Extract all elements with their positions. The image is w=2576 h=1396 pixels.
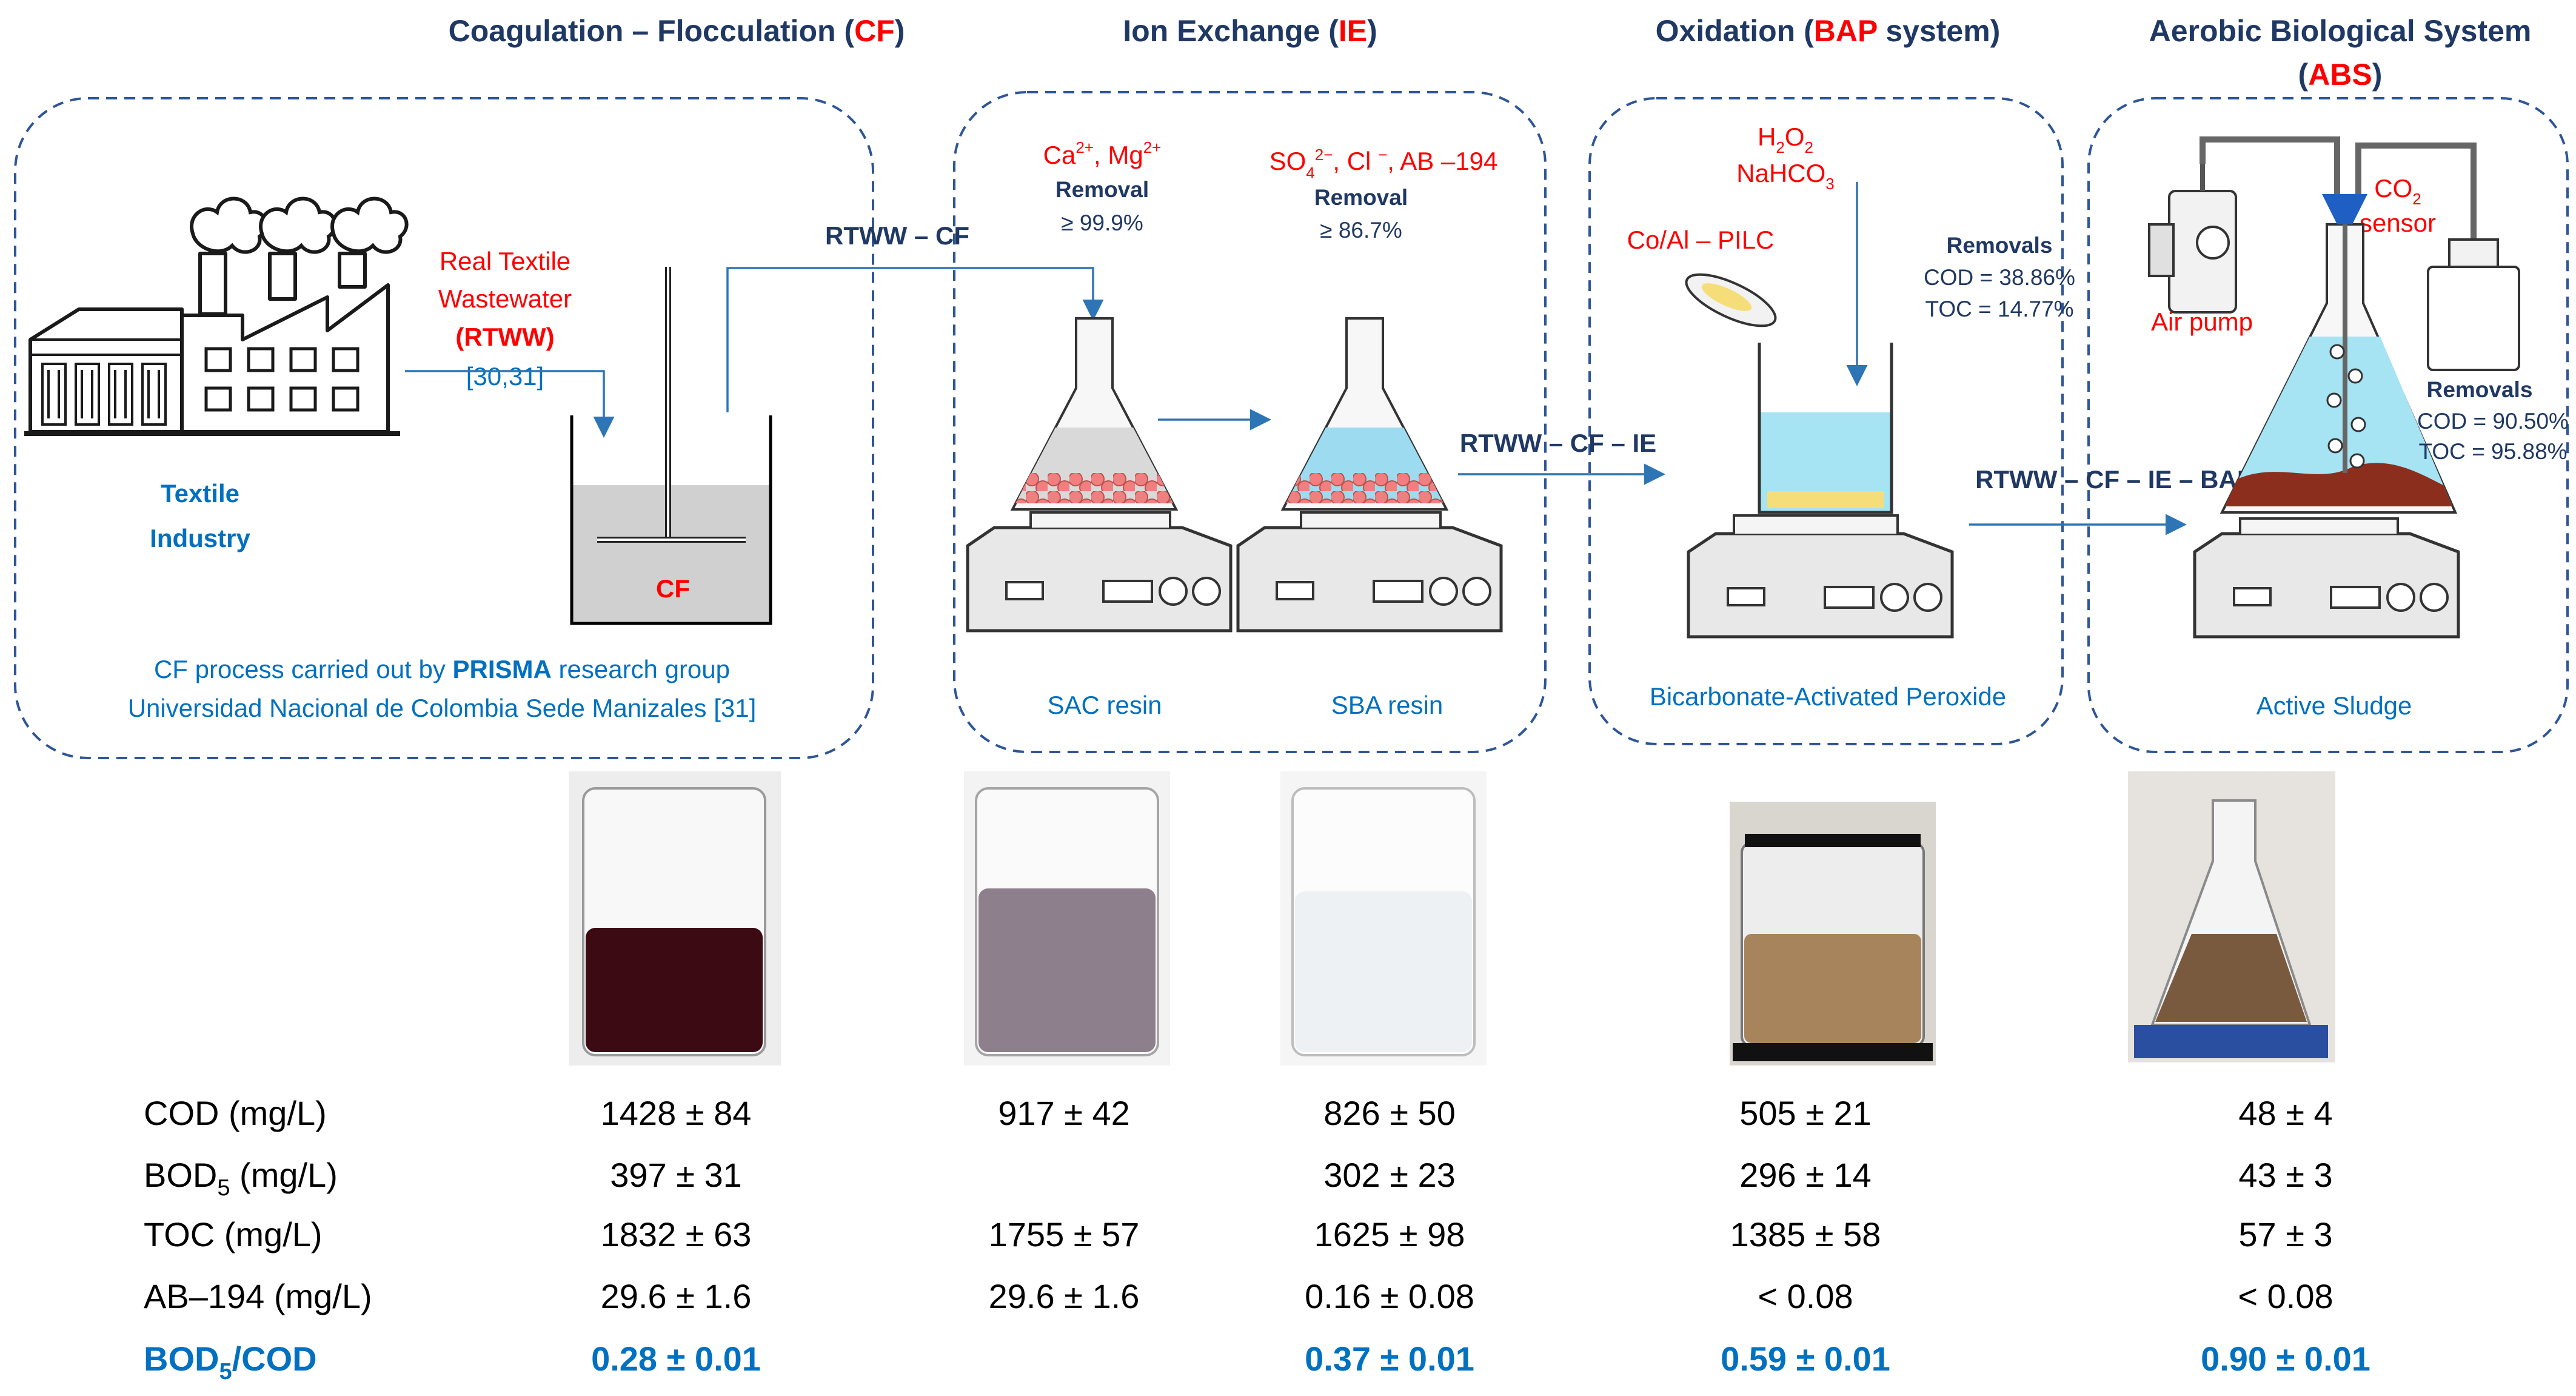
cell-sba-bod5-cod: 0.37 ± 0.01 [1305,1340,1474,1378]
factory-icon [24,196,409,436]
cell-cf-toc: 1832 ± 63 [601,1215,752,1253]
cf-note-line1: CF process carried out by PRISMA researc… [154,655,730,683]
cell-bap-cod: 505 ± 21 [1739,1094,1872,1132]
ie-ions-right: SO42−, Cl −, AB –194 [1270,146,1498,182]
sac-resin-label: SAC resin [1047,691,1162,719]
cf-tank [570,267,772,625]
cell-sac-toc: 1755 ± 57 [989,1215,1140,1253]
stream-label-rtww-cf: RTWW – CF [825,221,969,250]
bap-reagent-nahco3: NaHCO3 [1736,159,1835,193]
cell-abs-cod: 48 ± 4 [2238,1094,2332,1132]
title-abs-line1: Aerobic Biological System [2149,14,2532,48]
bap-removal-cod: COD = 38.86% [1924,265,2075,290]
ie-removal-right-label: Removal [1314,185,1408,210]
bap-reagent-h2o2: H2O2 [1758,122,1813,156]
bap-reactor-stirrer [1687,343,1954,639]
bap-caption: Bicarbonate-Activated Peroxide [1650,682,2006,711]
cell-sba-cod: 826 ± 50 [1323,1094,1456,1132]
bap-catalyst-label: Co/Al – PILC [1627,226,1775,254]
photo-cf-sample [569,771,781,1065]
cell-abs-bod5-cod: 0.90 ± 0.01 [2201,1340,2370,1378]
abs-removal-toc: TOC = 95.88% [2418,439,2567,464]
cell-abs-ab194: < 0.08 [2238,1277,2333,1315]
abs-removals-label: Removals [2427,377,2533,402]
ie-removal-right-value: ≥ 86.7% [1320,218,1402,243]
title-bap: Oxidation (BAP system) [1656,14,2001,48]
rtww-label-line3: (RTWW) [455,323,554,351]
title-ie: Ion Exchange (IE) [1123,14,1377,48]
cell-bap-bod5: 296 ± 14 [1739,1156,1872,1194]
row-label-ab194: AB–194 (mg/L) [144,1277,372,1315]
bap-box [1588,97,2064,745]
cell-sba-bod5: 302 ± 23 [1323,1156,1456,1194]
abs-caption: Active Sludge [2257,691,2412,720]
air-tube [2200,136,2340,194]
cell-bap-bod5-cod: 0.59 ± 0.01 [1721,1340,1890,1378]
cell-sac-ab194: 29.6 ± 1.6 [989,1277,1140,1315]
sba-flask-stirrer [1236,317,1503,633]
bap-removals-label: Removals [1947,233,2053,258]
row-label-bod5: BOD5 (mg/L) [144,1156,338,1201]
photo-sba-sample [1280,771,1487,1065]
rtww-reference: [30,31] [466,362,544,391]
ie-removal-left-label: Removal [1055,177,1149,202]
results-table: COD (mg/L) BOD5 (mg/L) TOC (mg/L) AB–194… [144,1094,2370,1384]
cell-sba-ab194: 0.16 ± 0.08 [1305,1277,1474,1315]
abs-flask-stirrer [2193,194,2460,639]
cell-bap-ab194: < 0.08 [1758,1277,1853,1315]
stream-label-rtww-cf-ie-bap: RTWW – CF – IE – BAP [1975,465,2254,494]
ie-removal-left-value: ≥ 99.9% [1061,210,1143,235]
ie-box [953,91,1547,753]
rtww-label-line2: Wastewater [438,284,572,313]
cell-cf-cod: 1428 ± 84 [601,1094,752,1132]
row-label-bod5-cod: BOD5/COD [144,1340,317,1384]
air-pump-icon [2148,164,2237,314]
cell-abs-bod5: 43 ± 3 [2238,1156,2332,1194]
catalyst-dish-icon [1685,273,1777,327]
title-abs-line2: (ABS) [2298,58,2383,92]
cell-sba-toc: 1625 ± 98 [1314,1215,1465,1253]
rtww-inflow-arrow [405,370,615,438]
cell-cf-bod5: 397 ± 31 [610,1156,742,1194]
sba-resin-label: SBA resin [1331,691,1443,719]
photo-sac-sample [964,771,1170,1065]
photo-bap-sample [1730,802,1936,1065]
co2-sensor-bottle [2427,238,2520,371]
cell-cf-bod5-cod: 0.28 ± 0.01 [591,1340,761,1378]
stream-label-rtww-cf-ie: RTWW – CF – IE [1460,429,1656,457]
industry-label-line2: Industry [150,524,250,552]
cell-cf-ab194: 29.6 ± 1.6 [601,1277,752,1315]
cf-to-ie-arrow [726,267,1104,412]
cf-note-line2: Universidad Nacional de Colombia Sede Ma… [128,694,757,722]
abs-box [2087,97,2569,753]
cell-abs-toc: 57 ± 3 [2238,1215,2332,1253]
photo-abs-sample [2128,771,2335,1062]
row-label-cod: COD (mg/L) [144,1094,327,1132]
sac-flask-stirrer [966,317,1233,633]
cell-sac-cod: 917 ± 42 [998,1094,1130,1132]
gas-tube [2355,143,2477,255]
industry-label-line1: Textile [161,479,239,508]
abs-removal-cod: COD = 90.50% [2417,409,2569,434]
cf-box [14,97,874,759]
ie-ions-left: Ca2+, Mg2+ [1043,138,1162,169]
row-label-toc: TOC (mg/L) [144,1215,323,1253]
rtww-label-line1: Real Textile [440,247,570,275]
co2-label: CO2 [2374,174,2421,208]
cf-tank-label: CF [656,574,690,603]
air-pump-label: Air pump [2151,307,2253,336]
co2-sensor-label: sensor [2360,209,2436,237]
title-cf: Coagulation – Flocculation (CF) [449,14,905,48]
cell-bap-toc: 1385 ± 58 [1730,1215,1881,1253]
bap-removal-toc: TOC = 14.77% [1925,297,2073,321]
